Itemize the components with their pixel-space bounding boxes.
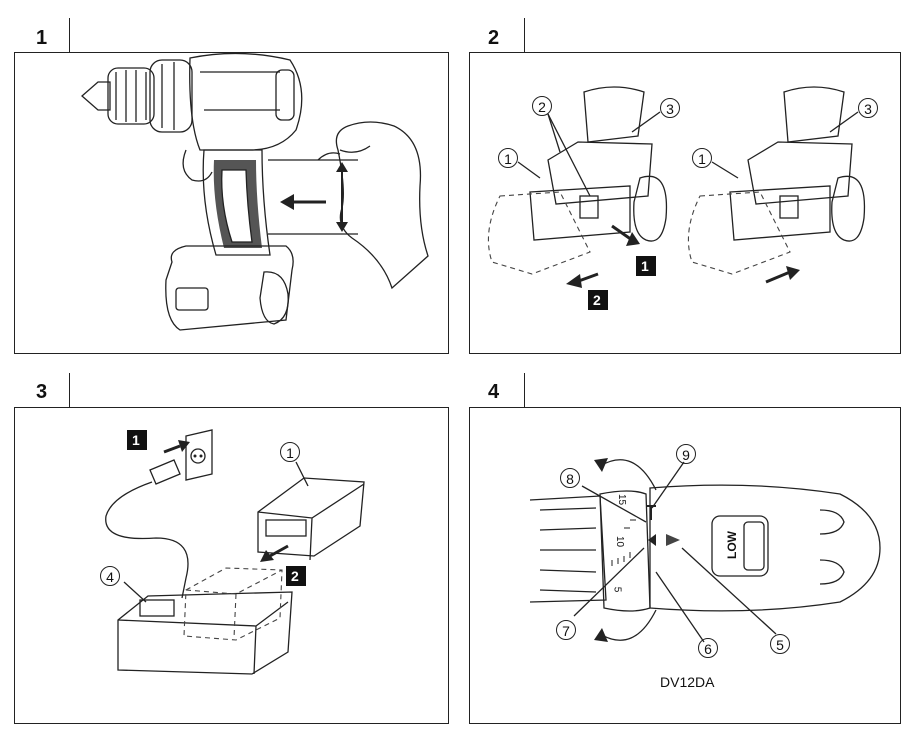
callout-4-5: 5	[770, 634, 790, 654]
panel-tab-3	[14, 373, 70, 407]
panel-tab-1	[14, 18, 70, 52]
panel-tab-2	[469, 18, 525, 52]
step-label-2: 2	[593, 292, 601, 308]
panel-number-4: 4	[488, 381, 500, 403]
scale-label-10: 10	[614, 535, 626, 548]
switch-label-low: LOW	[725, 531, 739, 559]
scale-label-5: 5	[611, 586, 623, 593]
callout-4-9: 9	[676, 444, 696, 464]
callout-2: 2	[532, 96, 552, 116]
scale-label-15: 15	[616, 493, 628, 506]
callout-1a: 1	[498, 148, 518, 168]
model-caption: DV12DA	[660, 674, 715, 690]
step-label-1: 1	[641, 258, 649, 274]
callout-4-7: 7	[556, 620, 576, 640]
panel-number-3: 3	[36, 381, 48, 403]
callout-4-6: 6	[698, 638, 718, 658]
panel-number-2: 2	[488, 27, 500, 49]
step-box-2	[588, 290, 608, 310]
panel-3	[14, 407, 449, 724]
callout-3a: 3	[660, 98, 680, 118]
panel-number-1: 1	[36, 27, 48, 49]
callout-3-4: 4	[100, 566, 120, 586]
step-label-3-2: 2	[291, 568, 299, 584]
panel-tab-4	[469, 373, 525, 407]
callout-4-8: 8	[560, 468, 580, 488]
callout-1b: 1	[692, 148, 712, 168]
callout-3b: 3	[858, 98, 878, 118]
callout-3-1: 1	[280, 442, 300, 462]
step-label-3-1: 1	[132, 432, 140, 448]
step-box-1	[636, 256, 656, 276]
